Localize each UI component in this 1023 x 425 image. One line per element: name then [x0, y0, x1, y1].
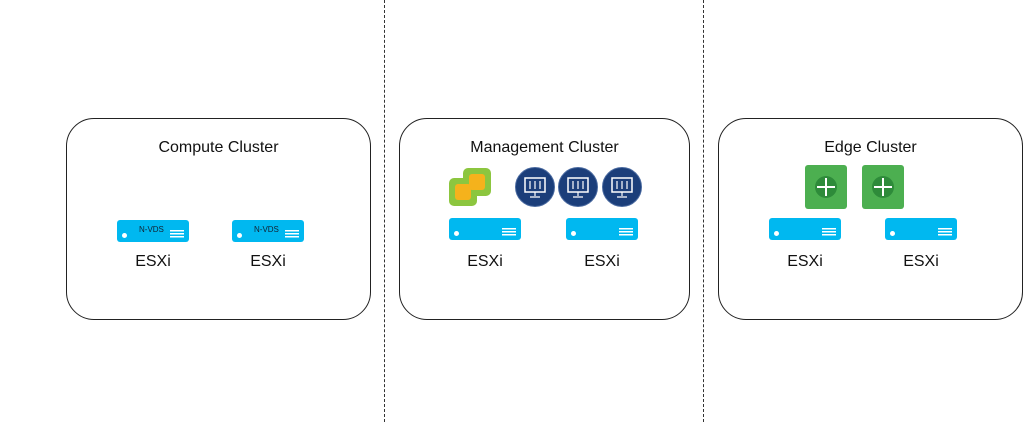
monitor-icon [515, 167, 555, 207]
host-label: ESXi [584, 253, 620, 270]
host-label: ESXi [787, 253, 823, 270]
host-label: ESXi [467, 253, 503, 270]
host-label: ESXi [903, 253, 939, 270]
divider-right [703, 0, 704, 422]
management-cluster: Management Cluster [399, 118, 690, 320]
host-label: ESXi [135, 253, 171, 270]
compute-cluster: Compute Cluster [66, 118, 371, 320]
host-label: ESXi [250, 253, 286, 270]
nvds-label: N-VDS [139, 225, 164, 234]
cluster-title: Edge Cluster [824, 139, 917, 156]
esxi-server-icon [449, 218, 521, 240]
monitor-glyph [524, 177, 546, 198]
esxi-server-icon [885, 218, 957, 240]
esxi-server-icon: N-VDS [117, 220, 189, 242]
monitor-icon [602, 167, 642, 207]
monitor-icon [558, 167, 598, 207]
monitor-glyph [611, 177, 633, 198]
cluster-title: Management Cluster [470, 139, 619, 156]
edge-cluster: Edge Cluster [718, 118, 1023, 320]
nvds-label: N-VDS [254, 225, 279, 234]
vcenter-icon [449, 168, 491, 206]
esxi-server-icon [566, 218, 638, 240]
cluster-title: Compute Cluster [158, 139, 279, 156]
divider-left [384, 0, 385, 422]
nsx-edge-icon [862, 165, 904, 209]
monitor-glyph [567, 177, 589, 198]
esxi-server-icon: N-VDS [232, 220, 304, 242]
nsx-edge-icon [805, 165, 847, 209]
esxi-server-icon [769, 218, 841, 240]
